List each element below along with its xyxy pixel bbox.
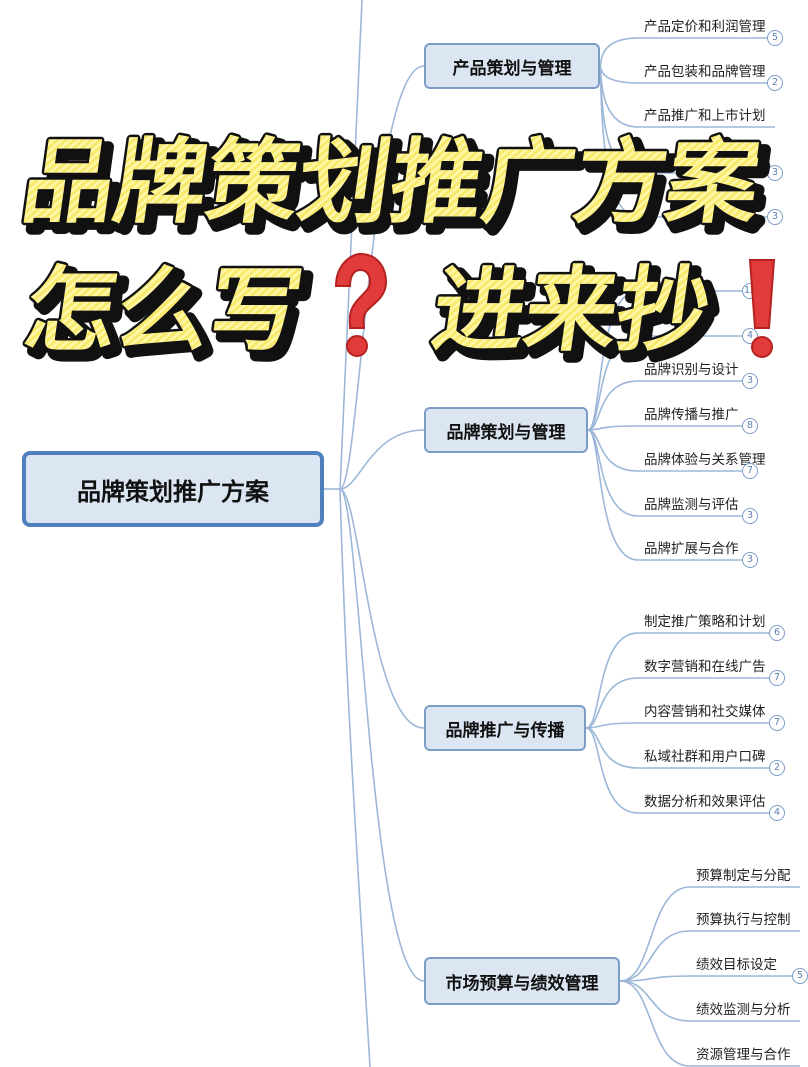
leaf-count-badge[interactable]: 5 <box>792 968 808 984</box>
headline-line-1: 品牌策划推广方案 品牌策划推广方案 <box>0 118 800 248</box>
leaf-count-badge[interactable]: 3 <box>767 209 783 225</box>
branch-node[interactable]: 市场预算与绩效管理 <box>424 957 620 1005</box>
connector-branch-3 <box>339 488 425 982</box>
leaf-count-badge[interactable]: 7 <box>769 670 785 686</box>
connector-leaf-1-3 <box>587 425 750 431</box>
leaf-label[interactable]: 绩效目标设定 <box>696 957 777 973</box>
connector-branch-1 <box>339 429 425 490</box>
connector-leaf-2-2 <box>585 722 777 729</box>
connector-leaf-3-2 <box>619 975 800 982</box>
leaf-count-badge[interactable]: 6 <box>769 625 785 641</box>
connector-leaf-1-6 <box>587 429 750 561</box>
branch-node[interactable]: 品牌策划与管理 <box>424 407 588 453</box>
leaf-count-badge[interactable]: 2 <box>767 75 783 91</box>
root-node-label: 品牌策划推广方案 <box>77 477 269 506</box>
leaf-count-badge[interactable]: 7 <box>742 463 758 479</box>
leaf-count-badge[interactable]: 3 <box>742 508 758 524</box>
headline-line-1-text: 品牌策划推广方案 <box>15 128 767 235</box>
leaf-label[interactable]: 内容营销和社交媒体 <box>644 704 766 720</box>
leaf-count-badge[interactable]: 5 <box>767 30 783 46</box>
connector-leaf-2-0 <box>585 632 777 729</box>
branch-node[interactable]: 品牌推广与传播 <box>424 705 586 751</box>
leaf-label[interactable]: 预算制定与分配 <box>696 868 791 884</box>
leaf-label[interactable]: 私域社群和用户口碑 <box>644 749 766 765</box>
connector-leaf-3-3 <box>619 980 800 1022</box>
red-exclamation-mark-icon <box>748 259 776 358</box>
connector-leaf-0-0 <box>599 37 775 67</box>
leaf-label[interactable]: 品牌识别与设计 <box>644 362 739 378</box>
leaf-label[interactable]: 绩效监测与分析 <box>696 1002 791 1018</box>
branch-node[interactable]: 产品策划与管理 <box>424 43 600 89</box>
connector-leaf-2-4 <box>585 727 777 814</box>
connector-leaf-3-1 <box>619 930 800 982</box>
headline-line-2-svg: 怎么写 怎么写 进来抄 进来抄 <box>16 254 730 376</box>
leaf-label[interactable]: 品牌传播与推广 <box>644 407 739 423</box>
connector-leaf-1-2 <box>587 380 750 431</box>
leaf-label[interactable]: 数字营销和在线广告 <box>644 659 766 675</box>
root-node[interactable]: 品牌策划推广方案 <box>22 451 324 527</box>
connector-leaf-1-4 <box>587 429 750 472</box>
connector-leaf-2-3 <box>585 727 777 769</box>
leaf-label[interactable]: 数据分析和效果评估 <box>644 794 766 810</box>
headline-line-2b-shadow: 进来抄 <box>433 263 724 370</box>
headline-line-2a-text: 怎么写 <box>18 256 309 363</box>
leaf-label[interactable]: 品牌体验与关系管理 <box>644 452 766 468</box>
leaf-label[interactable]: 制定推广策略和计划 <box>644 614 766 630</box>
leaf-label[interactable]: 品牌扩展与合作 <box>644 541 739 557</box>
connector-leaf-1-0 <box>587 290 750 431</box>
leaf-label[interactable]: 产品包装和品牌管理 <box>644 64 766 80</box>
leaf-label[interactable]: 产品推广和上市计划 <box>644 108 766 124</box>
headline-line-2: 怎么写 怎么写 进来抄 进来抄 <box>0 250 800 376</box>
leaf-label[interactable]: 预算执行与控制 <box>696 912 791 928</box>
leaf-label[interactable]: 产品定价和利润管理 <box>644 19 766 35</box>
headline-line-1-shadow: 品牌策划推广方案 <box>22 135 774 242</box>
leaf-count-badge[interactable]: 3 <box>767 165 783 181</box>
leaf-count-badge[interactable]: 8 <box>742 418 758 434</box>
leaf-count-badge[interactable]: 2 <box>769 760 785 776</box>
branch-node-label: 产品策划与管理 <box>452 58 572 79</box>
leaf-count-badge[interactable]: 3 <box>742 373 758 389</box>
leaf-label[interactable]: 品牌监测与评估 <box>644 497 739 513</box>
connector-leaf-0-4 <box>599 65 775 218</box>
connector-leaf-1-1 <box>587 335 750 431</box>
connector-leaf-2-1 <box>585 677 777 729</box>
headline-line-2b-text: 进来抄 <box>426 256 717 363</box>
red-question-mark-icon <box>334 252 388 357</box>
leaf-count-badge[interactable]: 4 <box>769 805 785 821</box>
connector-leaf-3-4 <box>619 980 800 1067</box>
headline-line-1-svg: 品牌策划推广方案 品牌策划推广方案 <box>13 126 779 248</box>
branch-node-label: 品牌推广与传播 <box>445 720 565 741</box>
leaf-count-badge[interactable]: 7 <box>769 715 785 731</box>
leaf-count-badge[interactable]: 3 <box>742 552 758 568</box>
branch-node-label: 市场预算与绩效管理 <box>445 973 599 994</box>
connector-branch-2 <box>339 488 425 729</box>
headline-line-2a-shadow: 怎么写 <box>25 263 316 370</box>
branch-node-label: 品牌策划与管理 <box>446 422 566 443</box>
leaf-label[interactable]: 资源管理与合作 <box>696 1047 791 1063</box>
connector-leaf-3-0 <box>619 886 800 982</box>
